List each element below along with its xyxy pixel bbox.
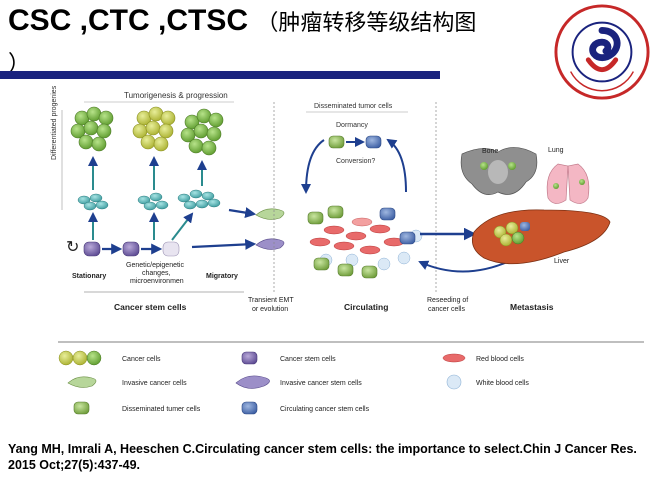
- stem-cell-2: [122, 241, 140, 257]
- slide-title: CSC ,CTC ,CTSC （肿瘤转移等级结构图 ）: [8, 2, 538, 84]
- disseminated-tumor-cell: [328, 135, 345, 149]
- reseeding-label-2: cancer cells: [428, 306, 465, 313]
- cancer-cells-icon: [58, 350, 102, 366]
- citation: Yang MH, Imrali A, Heeschen C.Circulatin…: [8, 442, 637, 472]
- genetic-label-1: Genetic/epigenetic: [126, 262, 184, 269]
- legend-label-circulating-cancer-stem-cells: Circulating cancer stem cells: [280, 406, 370, 413]
- legend-label-invasive-cancer-cells: Invasive cancer cells: [122, 380, 187, 387]
- legend-label-cancer-cells: Cancer cells: [122, 356, 161, 363]
- hospital-logo: [554, 4, 650, 100]
- legend-label-white-blood-cells: White blood cells: [476, 380, 529, 387]
- transient-emt-label-2: or evolution: [252, 306, 288, 313]
- legend-label-cancer-stem-cells: Cancer stem cells: [280, 356, 336, 363]
- metastasis-hierarchy-figure: Tumorigenesis & progression Differentiat…: [51, 85, 644, 415]
- stem-cell-3: [162, 241, 180, 257]
- dormant-stem-cell: [365, 135, 382, 149]
- bone-organ: [460, 147, 538, 195]
- cancer-cells-cluster-1: [70, 106, 114, 152]
- liver-label: Liver: [554, 258, 570, 265]
- legend-label-invasive-cancer-stem-cells: Invasive cancer stem cells: [280, 380, 362, 387]
- title-chinese: （肿瘤转移等级结构图: [256, 11, 477, 36]
- legend-label-disseminated-tumer-cells: Disseminated tumer cells: [122, 406, 201, 413]
- progenitor-cluster-1: [77, 193, 109, 211]
- genetic-label-2: changes,: [142, 270, 170, 277]
- stationary-stem-cell: [83, 241, 101, 257]
- red-blood-cell-icon: [442, 353, 466, 363]
- stationary-label: Stationary: [72, 273, 106, 280]
- circulating-cells: [307, 205, 416, 279]
- self-renewal-icon: ↻: [66, 239, 79, 256]
- legend-label-red-blood-cells: Red blood cells: [476, 356, 524, 363]
- lung-organ: [546, 163, 590, 204]
- circulating-cancer-stem-cell-icon: [241, 401, 258, 415]
- transient-emt-label-1: Transient EMT: [248, 297, 294, 304]
- conversion-label: Conversion?: [336, 158, 375, 165]
- legend: Cancer cells Cancer stem cells Red blood…: [58, 350, 529, 415]
- progenitor-cluster-3: [177, 189, 221, 210]
- title-underline-bar: [0, 71, 440, 79]
- cancer-stem-cells-label: Cancer stem cells: [114, 302, 187, 312]
- cancer-cells-cluster-3: [180, 108, 224, 156]
- tumorigenesis-label: Tumorigenesis & progression: [124, 91, 228, 100]
- invasive-cancer-stem-cell: [255, 238, 285, 250]
- differentiation-arrows: [88, 156, 207, 190]
- disseminated-label: Disseminated tumor cells: [314, 103, 393, 110]
- bone-label: Bone: [482, 148, 498, 155]
- disseminated-tumor-cell-icon: [73, 401, 90, 415]
- genetic-label-3: microenvironmen: [130, 278, 184, 285]
- blood-stream: [309, 217, 423, 271]
- cancer-cells-cluster-2: [132, 106, 176, 152]
- liver-organ: [471, 209, 611, 265]
- cancer-stem-cell-icon: [241, 351, 258, 365]
- invasive-cancer-stem-cell-icon: [235, 375, 270, 389]
- progenitor-cluster-2: [137, 192, 169, 211]
- migratory-label: Migratory: [206, 273, 238, 280]
- circulating-label: Circulating: [344, 302, 388, 312]
- invasive-cancer-cell: [255, 208, 285, 220]
- title-main: CSC ,CTC ,CTSC: [8, 4, 248, 37]
- white-blood-cell-icon: [446, 374, 462, 390]
- metastasis-label: Metastasis: [510, 302, 554, 312]
- dormancy-label: Dormancy: [336, 122, 368, 129]
- reseeding-label-1: Reseeding of: [427, 297, 468, 304]
- title-chinese-close: ）: [8, 52, 31, 77]
- differentiated-label: Differentiated progenies: [51, 85, 58, 160]
- lung-label: Lung: [548, 147, 564, 154]
- invasive-cancer-cell-icon: [67, 376, 97, 388]
